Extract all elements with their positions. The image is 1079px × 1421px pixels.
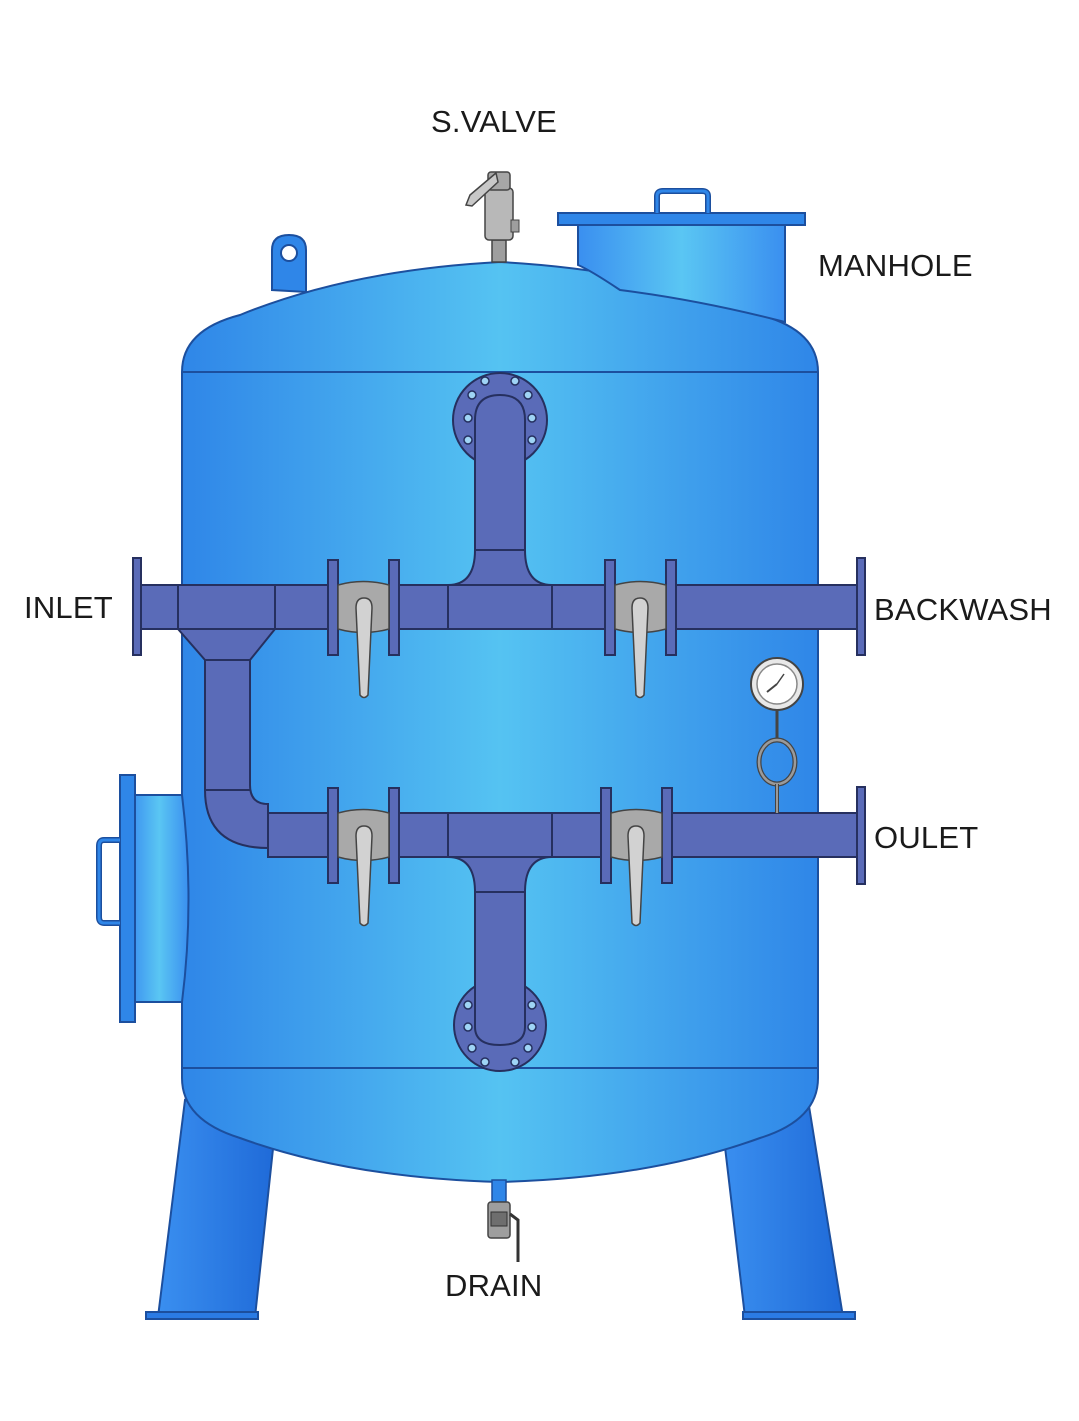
left-foot-plate <box>145 1311 259 1320</box>
manhole <box>557 188 806 324</box>
valve-upper-left <box>327 559 400 699</box>
valve-lower-right <box>600 787 673 927</box>
side-nozzle-flange <box>119 774 136 1023</box>
inlet-flange <box>132 557 142 656</box>
backwash-flange <box>856 557 866 656</box>
manhole-handle <box>654 188 711 213</box>
label-drain: DRAIN <box>445 1268 543 1303</box>
flange-bolts <box>463 376 537 1067</box>
pressure-gauge-icon <box>750 657 804 813</box>
upper-header-pipe <box>139 584 861 630</box>
label-outlet: OULET <box>874 820 979 855</box>
label-manhole: MANHOLE <box>818 248 973 283</box>
manhole-cover <box>557 212 806 226</box>
label-backwash: BACKWASH <box>874 592 1052 627</box>
support-legs <box>145 1098 856 1320</box>
lifting-lug <box>271 233 307 294</box>
end-flanges <box>132 557 866 885</box>
drain-valve <box>487 1179 520 1262</box>
side-nozzle <box>96 774 190 1023</box>
label-inlet: INLET <box>24 590 113 625</box>
outlet-flange <box>856 786 866 885</box>
right-foot-plate <box>742 1311 856 1320</box>
label-svalve: S.VALVE <box>431 104 558 139</box>
safety-valve <box>464 171 520 263</box>
side-nozzle-handle <box>96 837 120 926</box>
butterfly-valves <box>327 559 677 927</box>
valve-lower-left <box>327 787 400 927</box>
valve-upper-right <box>604 559 677 699</box>
